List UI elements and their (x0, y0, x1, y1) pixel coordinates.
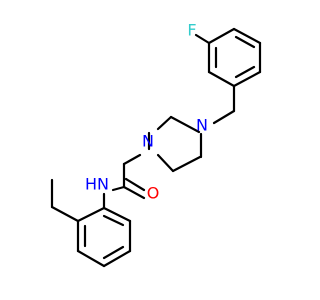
piperazine-nitrogen-bottom-label: N (142, 132, 154, 151)
bond-ring2-c (76, 249, 106, 268)
bond-ring1-d-inner (234, 65, 256, 79)
bond-ring2-d (102, 249, 132, 268)
bond-pip-d (171, 155, 202, 173)
structure-canvas: F N N N H O (50, 20, 262, 268)
bond-carbonyl-b (124, 177, 146, 192)
bond-pip-c (156, 153, 175, 173)
amide-hydrogen-label: H (85, 175, 97, 194)
bond-linker-a (122, 153, 142, 166)
fluorine-label: F (187, 21, 196, 40)
piperazine-nitrogen-top-label: N (196, 116, 208, 135)
bond-ring1-b (232, 27, 262, 45)
bond-ring2-d-inner (102, 245, 125, 260)
bond-pip-a (169, 115, 201, 134)
carbonyl-oxygen-label: O (147, 184, 160, 203)
bond-carbonyl-a (122, 185, 146, 200)
bond-ring2-a (76, 206, 106, 223)
bond-ring1-d (232, 70, 262, 88)
bond-ring2-f (102, 206, 132, 223)
bond-pip-b (156, 115, 173, 131)
bond-c-f (194, 33, 211, 45)
bond-ring2-f-inner (102, 214, 125, 227)
amide-nitrogen-label: N (97, 175, 109, 194)
bond-ring1-b-inner (234, 35, 256, 49)
bond-ring1-a (207, 27, 236, 45)
bond-benzyl-b (212, 109, 236, 125)
bond-amide-a (111, 185, 126, 192)
bond-ring1-e (207, 70, 236, 88)
bond-ethyl-a (50, 205, 80, 223)
molecule-diagram: F N N N H O (50, 21, 262, 268)
